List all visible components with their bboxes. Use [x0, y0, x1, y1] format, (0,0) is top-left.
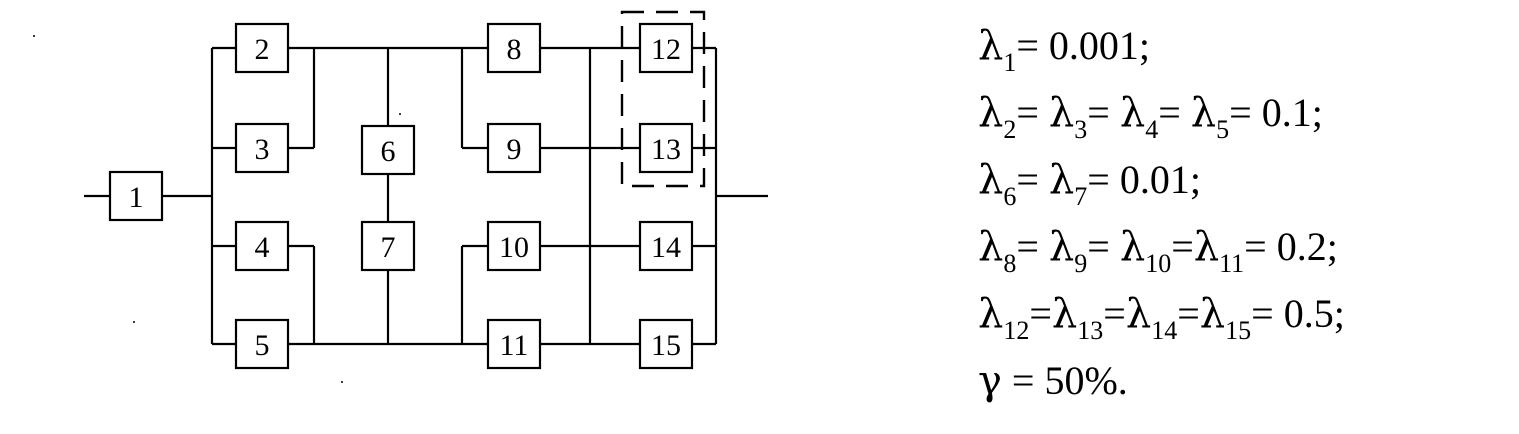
scan-speck	[399, 113, 401, 115]
block-7-label: 7	[381, 231, 396, 264]
param-line-6: γ = 50%.	[978, 358, 1128, 404]
failure-rate-parameters: λ1= 0.001; λ2= λ3= λ4= λ5= 0.1; λ6= λ7= …	[978, 12, 1345, 414]
block-6	[360, 124, 416, 176]
redundancy-group-dashed-box	[620, 10, 706, 188]
param-line-1: λ1= 0.001;	[978, 23, 1151, 77]
block-3-label: 3	[255, 133, 270, 166]
param-line-5: λ12=λ13=λ14=λ15= 0.5;	[978, 291, 1345, 345]
param-value-4: 0.2	[1276, 224, 1327, 269]
reliability-block-diagram: 1 2 3 4 5 6 7 8 9 10 11 12 13 14 15	[33, 10, 768, 383]
block-10-label: 10	[499, 231, 529, 264]
block-11-label: 11	[500, 329, 529, 362]
param-line-3: λ6= λ7= 0.01;	[978, 157, 1201, 211]
block-12	[638, 22, 694, 74]
param-value-2: 0.1	[1261, 90, 1312, 135]
block-15	[638, 318, 694, 370]
scan-speck	[133, 321, 135, 323]
block-10	[486, 220, 542, 272]
connection-wires	[84, 46, 768, 346]
block-4	[234, 220, 290, 272]
block-12-label: 12	[651, 33, 681, 66]
block-7	[360, 220, 416, 272]
block-6-label: 6	[381, 135, 396, 168]
block-13	[638, 122, 694, 174]
block-14	[638, 220, 694, 272]
block-4-label: 4	[255, 231, 270, 264]
block-9-label: 9	[507, 133, 522, 166]
param-value-6: 50%	[1044, 358, 1118, 403]
block-15-label: 15	[651, 329, 681, 362]
block-2-label: 2	[255, 33, 270, 66]
block-13-label: 13	[651, 133, 681, 166]
scan-speck	[341, 381, 343, 383]
block-5	[234, 318, 290, 370]
blocks: 1 2 3 4 5 6 7 8 9 10 11 12 13 14 15	[108, 22, 694, 370]
param-value-5: 0.5	[1283, 291, 1334, 336]
block-3	[234, 122, 290, 174]
block-1	[108, 170, 164, 222]
param-line-4: λ8= λ9= λ10=λ11= 0.2;	[978, 224, 1338, 278]
block-1-label: 1	[129, 181, 144, 214]
block-8-label: 8	[507, 33, 522, 66]
scan-speck	[33, 35, 35, 37]
param-value-1: 0.001	[1048, 23, 1139, 68]
param-line-2: λ2= λ3= λ4= λ5= 0.1;	[978, 90, 1323, 144]
block-9	[486, 122, 542, 174]
block-14-label: 14	[651, 231, 681, 264]
block-11	[486, 318, 542, 370]
block-8	[486, 22, 542, 74]
block-2	[234, 22, 290, 74]
block-5-label: 5	[255, 329, 270, 362]
param-value-3: 0.01	[1119, 157, 1190, 202]
